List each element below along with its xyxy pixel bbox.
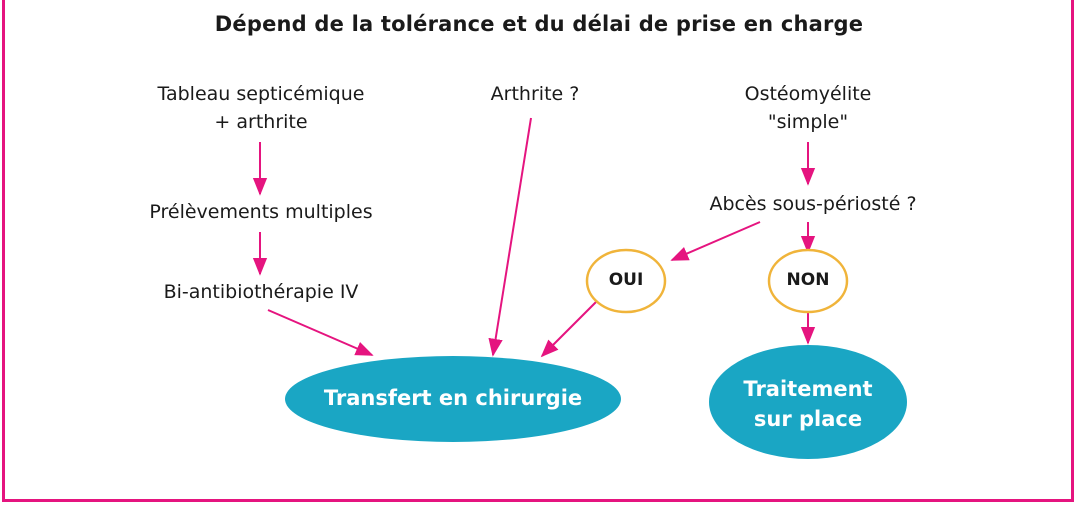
frame-border	[2, 0, 1074, 502]
node-arthrite: Arthrite ?	[470, 80, 600, 108]
node-osteo-line2: "simple"	[767, 111, 849, 133]
node-osteomyelite: Ostéomyélite "simple"	[718, 80, 898, 136]
non-label: NON	[786, 270, 830, 290]
node-abces-label: Abcès sous-périosté ?	[709, 193, 917, 215]
non-circle	[767, 248, 849, 314]
node-tableau-septicemique: Tableau septicémique + arthrite	[130, 80, 392, 136]
arrow-biantibio-to-transfert	[267, 309, 374, 356]
node-biantibio-label: Bi-antibiothérapie IV	[163, 281, 359, 303]
node-septic-line2: + arthrite	[214, 111, 308, 133]
diagram-title: Dépend de la tolérance et du délai de pr…	[214, 12, 864, 36]
node-prelevements-label: Prélèvements multiples	[149, 201, 373, 223]
transfert-label: Transfert en chirurgie	[323, 386, 583, 410]
node-septic-line1: Tableau septicémique	[157, 83, 365, 105]
node-bi-antibiotherapie: Bi-antibiothérapie IV	[130, 278, 392, 306]
traitement-oval	[709, 345, 907, 459]
node-osteo-line1: Ostéomyélite	[744, 83, 872, 105]
arrow-arthrite-to-transfert	[488, 117, 532, 357]
node-abces: Abcès sous-périosté ?	[688, 190, 938, 218]
node-arthrite-label: Arthrite ?	[490, 83, 580, 105]
traitement-label: Traitement sur place	[709, 374, 907, 434]
traitement-line1: Traitement	[743, 377, 873, 401]
transfert-oval	[285, 356, 621, 442]
arrow-oui-to-transfert	[540, 299, 599, 358]
oui-circle	[585, 248, 667, 314]
arrow-abces-to-oui	[670, 221, 761, 261]
oui-label: OUI	[608, 270, 644, 290]
traitement-line2: sur place	[753, 407, 863, 431]
node-prelevements: Prélèvements multiples	[120, 198, 402, 226]
